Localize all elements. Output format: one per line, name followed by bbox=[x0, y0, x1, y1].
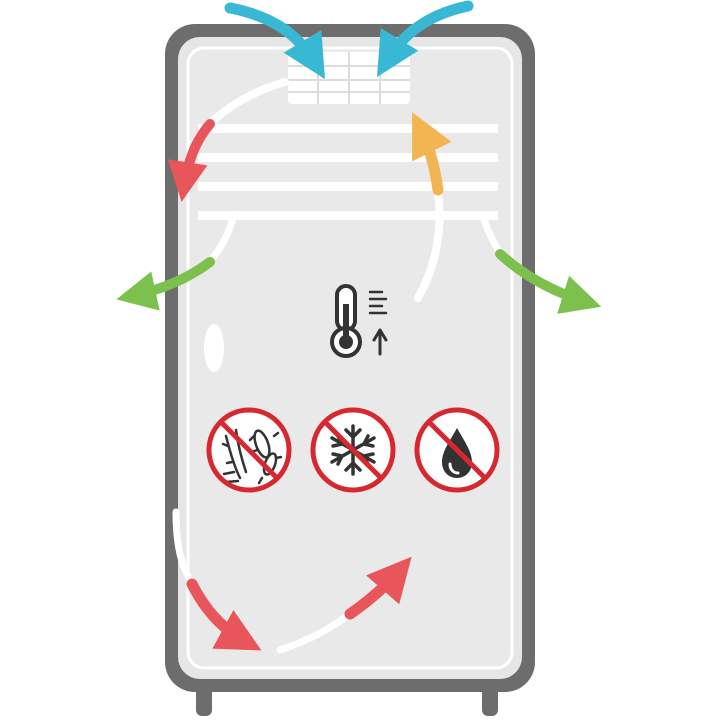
intake-arrow-right bbox=[376, 0, 474, 78]
no-snowflake-icon bbox=[310, 407, 396, 493]
no-water-drop-icon bbox=[414, 407, 500, 493]
no-bacteria-icon bbox=[206, 407, 292, 493]
thermometer-rising-icon bbox=[330, 284, 388, 358]
cabinet-inner-panel bbox=[186, 46, 514, 670]
hot-air-rising-arrow bbox=[412, 112, 452, 196]
circulation-arrow-lower-left bbox=[186, 578, 262, 651]
air-vent-slats bbox=[198, 124, 498, 220]
circulation-arrow-lower-right bbox=[344, 556, 412, 620]
intake-arrow-left bbox=[224, 2, 326, 80]
exhaust-arrow-right bbox=[495, 249, 602, 314]
exhaust-arrow-left bbox=[116, 257, 215, 311]
circulation-arrow-upper bbox=[167, 119, 215, 202]
side-handle bbox=[204, 324, 224, 372]
